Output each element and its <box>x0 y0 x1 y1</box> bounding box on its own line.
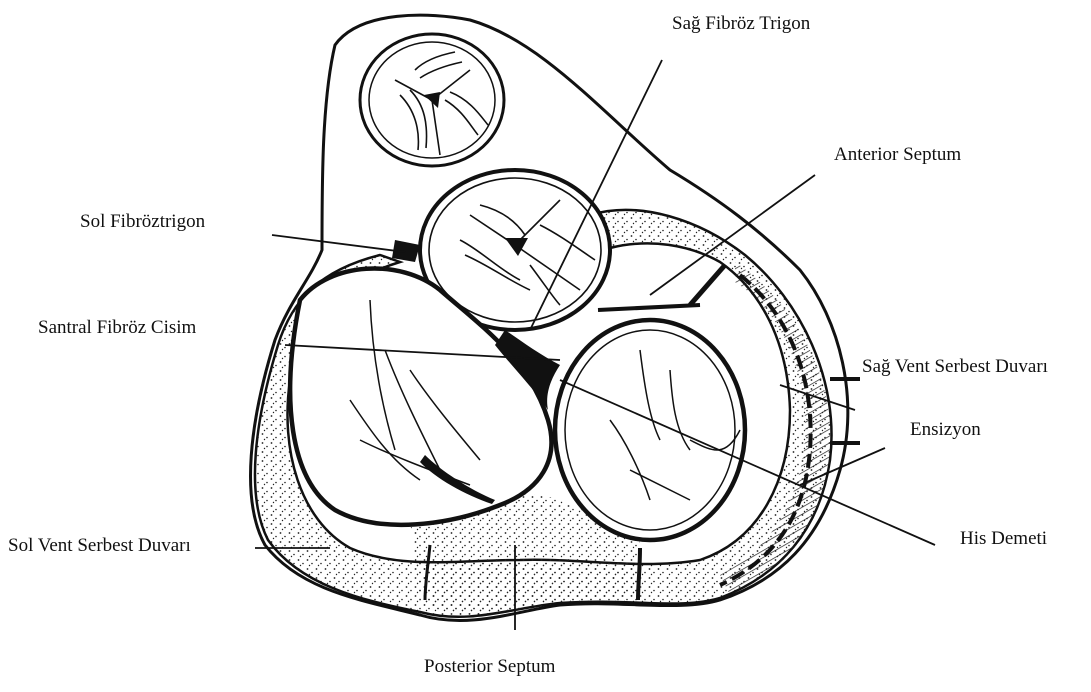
septal-divider-right <box>638 548 640 600</box>
label-right-fibrous-trigone: Sağ Fibröz Trigon <box>672 14 810 33</box>
label-incision: Ensizyon <box>910 420 981 439</box>
label-right-vent-free-wall: Sağ Vent Serbest Duvarı <box>862 357 1048 376</box>
label-central-fibrous-body: Santral Fibröz Cisim <box>38 318 196 337</box>
label-left-fibrous-trigone: Sol Fibröztrigon <box>80 212 205 231</box>
label-anterior-septum: Anterior Septum <box>834 145 961 164</box>
label-his-bundle: His Demeti <box>960 529 1047 548</box>
label-left-vent-free-wall: Sol Vent Serbest Duvarı <box>8 536 191 555</box>
tricuspid-valve <box>555 320 745 540</box>
label-posterior-septum: Posterior Septum <box>424 657 555 676</box>
